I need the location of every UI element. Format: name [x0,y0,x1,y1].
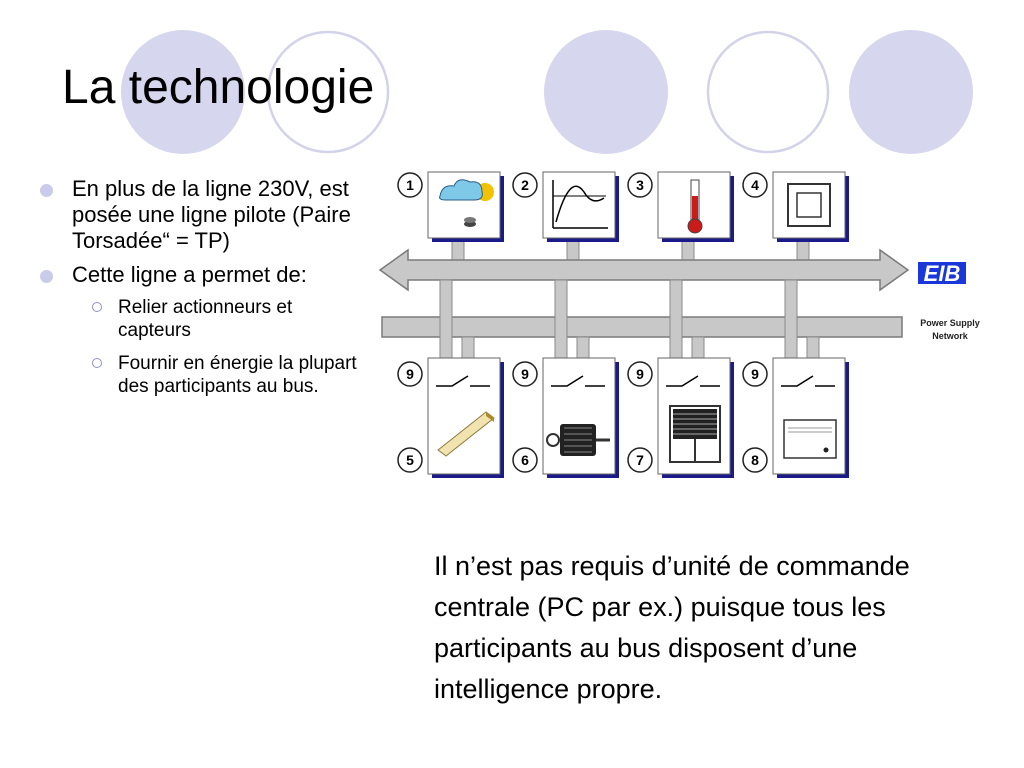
svg-text:9: 9 [521,366,529,382]
svg-text:9: 9 [751,366,759,382]
motor-icon [546,424,610,456]
svg-text:1: 1 [406,177,414,193]
svg-text:9: 9 [406,366,414,382]
lamp-icon [437,411,495,457]
sensor-panels [427,171,849,242]
bullet-text: Cette ligne a permet de: [72,262,307,287]
svg-text:4: 4 [751,177,759,193]
sub-bullet-text: Relier actionneurs et capteurs [118,297,293,341]
sub-bullet-item: Fournir en énergie la plupart des partic… [76,352,368,398]
heater-icon [783,419,837,459]
slide-title: La technologie [62,61,375,114]
circle-4 [706,30,830,154]
svg-text:5: 5 [406,452,414,468]
note-text: Il n’est pas requis d’unité de commande … [434,551,910,704]
circle-2 [266,30,390,154]
svg-text:EIB: EIB [924,261,961,286]
eib-logo: EIB [918,261,966,286]
sub-bullet-text: Fournir en énergie la plupart des partic… [118,353,357,397]
wall-panel-icon [787,183,831,227]
svg-text:7: 7 [636,452,644,468]
circle-3 [544,30,668,154]
sub-bullet-ring-icon [92,302,102,312]
power-supply-label-line2: Network [932,331,969,341]
actuator-panel-3 [657,357,734,478]
weather-sensor-icon [439,179,494,227]
bus-arrow [378,248,910,292]
circle-1 [121,30,245,154]
bullet-dot-icon [40,270,53,283]
svg-text:3: 3 [636,177,644,193]
bullet-item: En plus de la ligne 230V, est posée une … [38,176,368,254]
svg-text:8: 8 [751,452,759,468]
svg-text:9: 9 [636,366,644,382]
sensor-panel-2 [542,171,619,242]
bullet-list: En plus de la ligne 230V, est posée une … [38,176,368,408]
actuator-panels [427,357,849,478]
bullet-item: Cette ligne a permet de: [38,262,368,288]
actuator-panel-1 [427,357,504,478]
bullet-text: En plus de la ligne 230V, est posée une … [72,176,351,253]
circle-5 [849,30,973,154]
actuator-panel-4 [772,357,849,478]
chart-sensor-icon [552,180,608,229]
sub-bullet-ring-icon [92,358,102,368]
svg-text:2: 2 [521,177,529,193]
bottom-number-circles: 9 9 9 9 5 6 7 8 [397,361,768,473]
sub-bullet-item: Relier actionneurs et capteurs [76,296,368,342]
svg-text:6: 6 [521,452,529,468]
sensor-panel-1 [427,171,504,242]
thermometer-icon [687,179,703,234]
shutter-icon [669,405,721,463]
sensor-panel-3 [657,171,734,242]
bullet-dot-icon [40,184,53,197]
power-supply-bar [381,316,903,338]
actuator-panel-2 [542,357,619,478]
top-number-circles: 1 2 3 4 [397,172,768,198]
sensor-panel-4 [772,171,849,242]
eib-bus-diagram: EIB Power Supply Network [378,171,980,478]
power-supply-label-line1: Power Supply [920,318,980,328]
sensor-connectors [451,239,810,263]
